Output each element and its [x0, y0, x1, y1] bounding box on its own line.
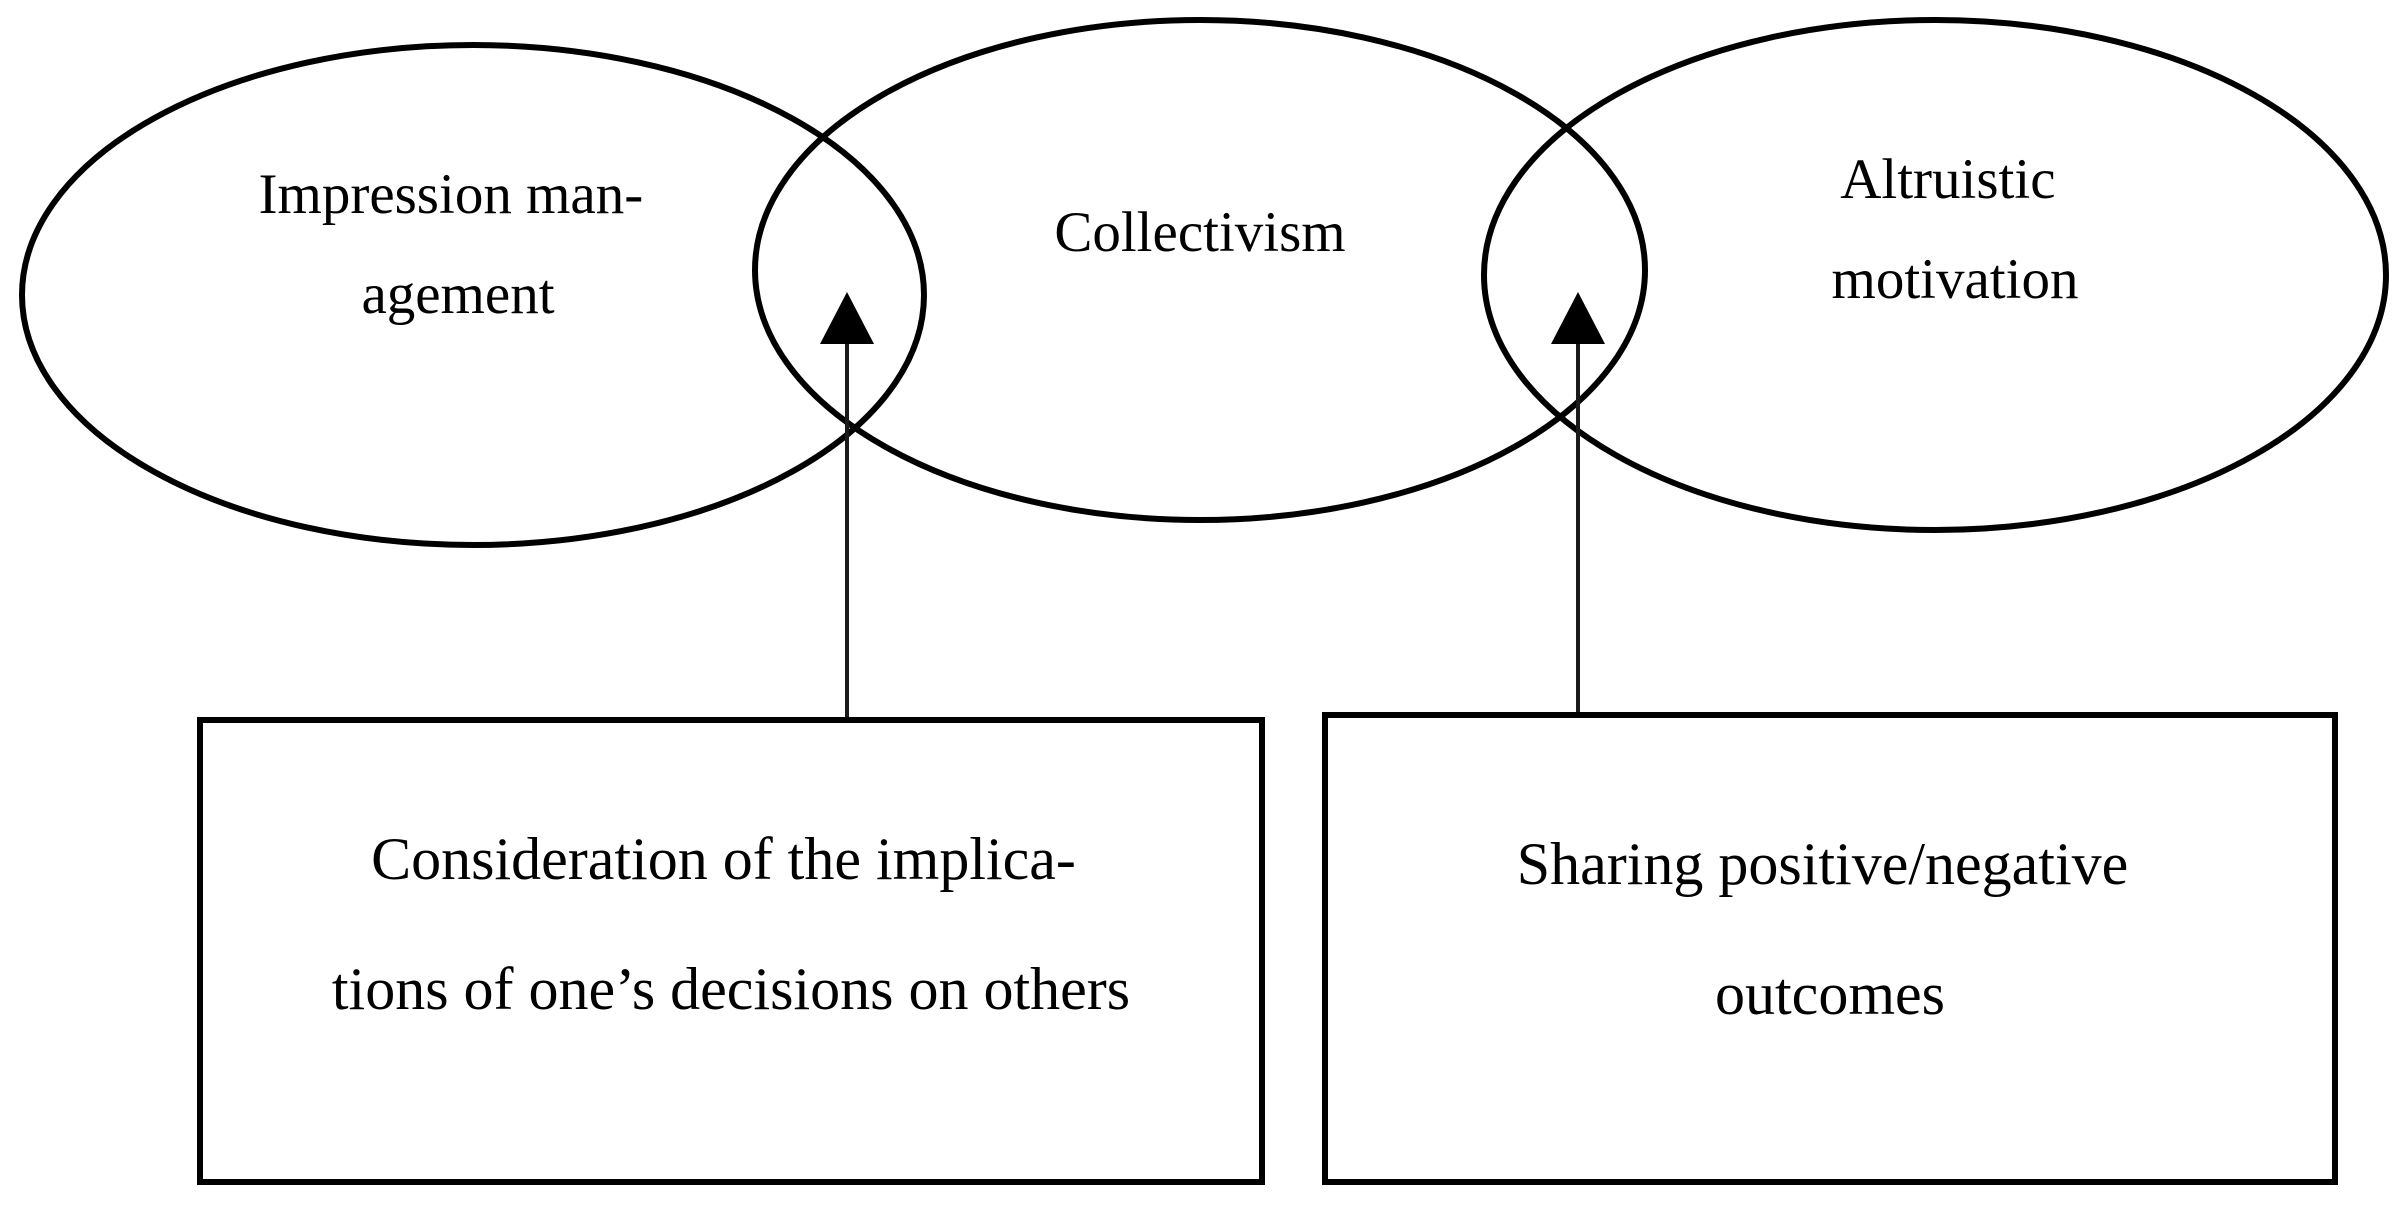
box-label-line: tions of one’s decisions on others [332, 956, 1130, 1022]
box-consideration-implications [197, 717, 1265, 1185]
ellipse-label-line: Impression man- [259, 163, 644, 226]
ellipse-altruistic-motivation [1481, 17, 2389, 533]
ellipse-impression-management [19, 42, 927, 548]
ellipse-label-line: motivation [1832, 248, 2079, 311]
box-label-line: outcomes [1715, 961, 1945, 1027]
ellipse-label-line: Collectivism [1054, 201, 1345, 264]
box-label-sharing-outcomes: Sharing positive/negative outcomes [1517, 831, 2144, 1027]
box-label-line: Sharing positive/negative [1517, 831, 2129, 897]
box-sharing-outcomes [1322, 712, 2338, 1185]
ellipse-label-line: Altruistic [1840, 148, 2055, 211]
arrow-left [820, 292, 874, 720]
ellipse-collectivism [752, 17, 1648, 523]
ellipse-label-line: agement [361, 263, 554, 326]
box-label-consideration-implications: Consideration of the implica- tions of o… [332, 826, 1130, 1022]
arrow-left-head [820, 292, 874, 344]
arrow-right [1551, 292, 1605, 715]
ellipse-label-impression-management: Impression man- agement [259, 163, 658, 326]
ellipse-label-collectivism: Collectivism [1054, 201, 1345, 264]
arrow-right-head [1551, 292, 1605, 344]
box-label-line: Consideration of the implica- [371, 826, 1076, 892]
ellipse-label-altruistic-motivation: Altruistic motivation [1832, 148, 2079, 311]
